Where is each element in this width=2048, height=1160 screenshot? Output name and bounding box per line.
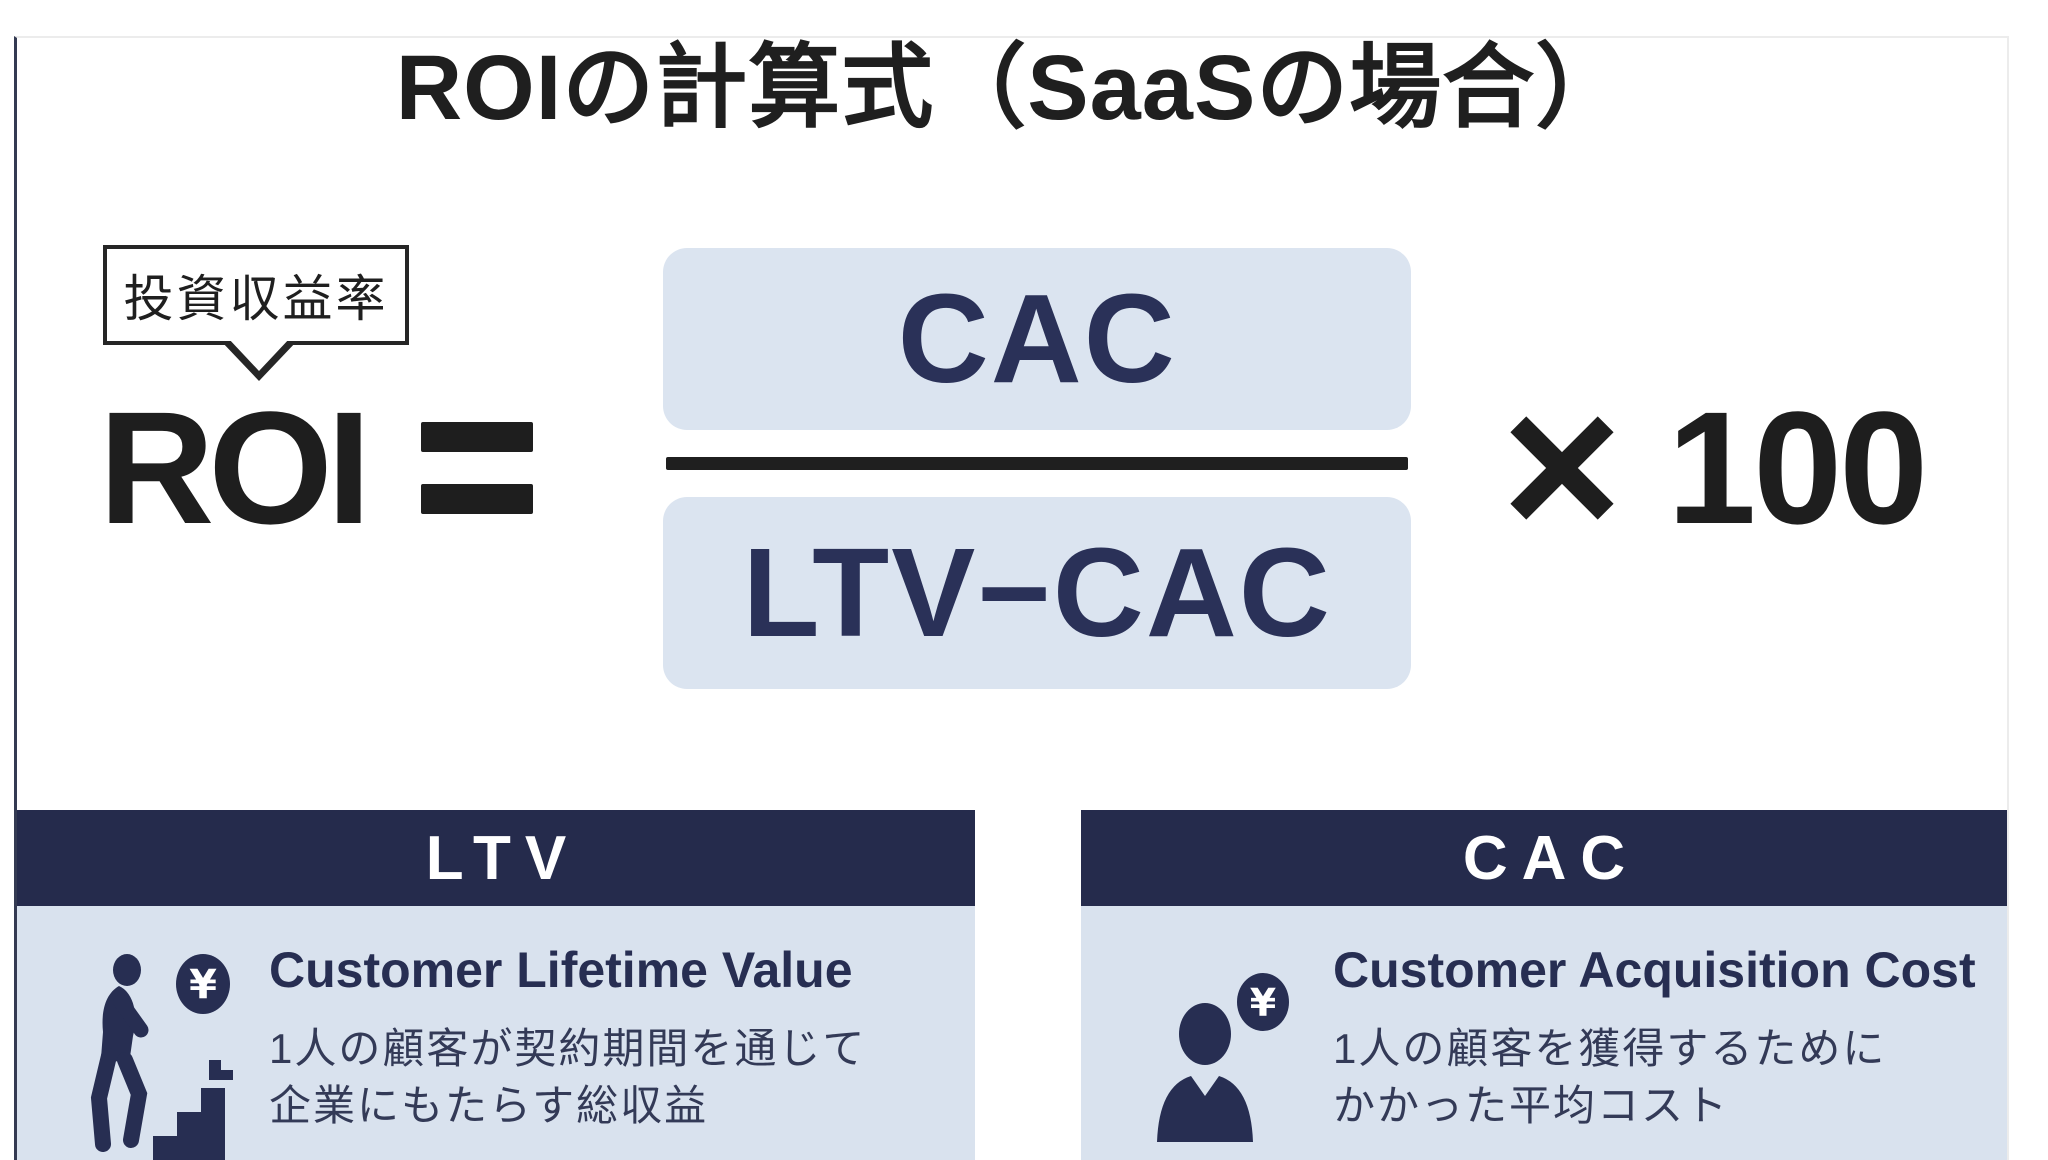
formula-lhs: ROI (98, 378, 371, 557)
equals-sign (421, 422, 534, 514)
cac-card-body: ¥ Customer Acquisition Cost 1人の顧客を獲得するため… (1081, 906, 2007, 1160)
numerator-label: CAC (897, 267, 1177, 409)
ltv-card: LTV ¥ (17, 810, 975, 1160)
svg-text:¥: ¥ (1250, 981, 1276, 1025)
cac-card: CAC ¥ Customer Acquisition Cost 1人の顧客を獲得… (1081, 810, 2007, 1160)
yen-coin-icon: ¥ (1237, 973, 1289, 1031)
denominator-box: LTV−CAC (663, 496, 1412, 689)
times-icon (1510, 416, 1614, 520)
cac-card-header: CAC (1081, 810, 2007, 906)
fraction-bar (666, 456, 1409, 470)
yen-coin-icon: ¥ (176, 954, 230, 1014)
ltv-card-text: Customer Lifetime Value 1人の顧客が契約期間を通じて 企… (269, 942, 955, 1134)
cac-card-text: Customer Acquisition Cost 1人の顧客を獲得するために … (1333, 942, 1987, 1134)
ltv-card-header: LTV (17, 810, 975, 906)
roi-callout-bubble: 投資収益率 (103, 245, 409, 381)
formula-multiplier: 100 (1667, 378, 1928, 557)
cac-heading: Customer Acquisition Cost (1333, 942, 1976, 998)
bubble-tail-fill (228, 338, 290, 371)
fraction: CAC LTV−CAC (663, 247, 1412, 689)
content-frame: ROIの計算式（SaaSの場合） 投資収益率 ROI CAC LTV−CAC (14, 36, 2009, 1160)
roi-formula: ROI CAC LTV−CAC 100 (17, 245, 2007, 691)
denominator-label: LTV−CAC (742, 521, 1332, 663)
svg-text:¥: ¥ (189, 962, 217, 1008)
person-climbing-stairs-icon: ¥ (90, 954, 233, 1160)
equals-top-bar (421, 422, 534, 452)
person-bust-icon: ¥ (1157, 973, 1289, 1142)
roi-callout-label: 投資収益率 (123, 271, 389, 327)
cac-description: 1人の顧客を獲得するために かかった平均コスト (1333, 1024, 1887, 1129)
ltv-card-body: ¥ Customer Lifetime Value 1人の顧客が契約期間を通じ (17, 906, 975, 1160)
numerator-box: CAC (663, 247, 1412, 430)
ltv-description: 1人の顧客が契約期間を通じて 企業にもたらす総収益 (269, 1024, 867, 1129)
equals-bottom-bar (421, 484, 534, 514)
ltv-heading: Customer Lifetime Value (269, 942, 853, 998)
page-title: ROIの計算式（SaaSの場合） (395, 37, 1629, 139)
